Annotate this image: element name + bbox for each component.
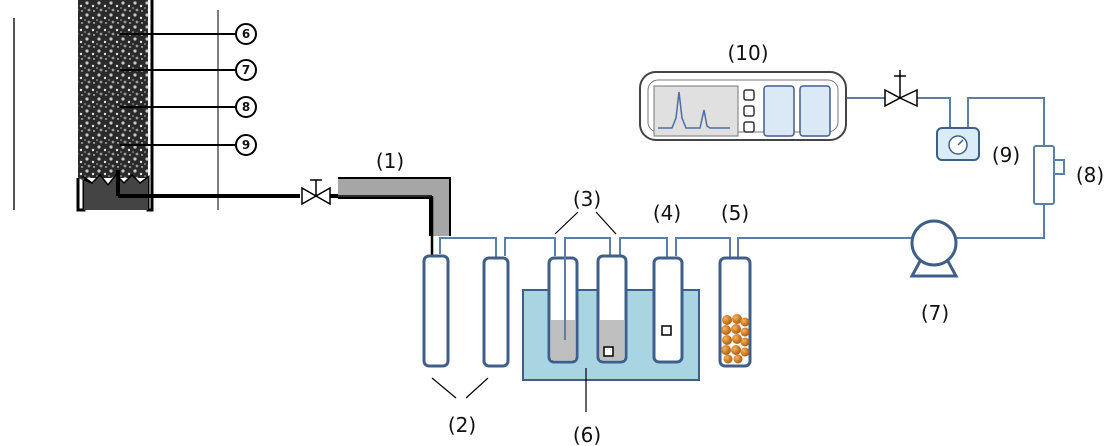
soil-column: 6 7 8 9 [13, 0, 300, 212]
diffuser-2 [661, 325, 672, 336]
solution-fill-1 [551, 320, 575, 360]
port-circle-8 [235, 96, 257, 118]
port-circle-6 [235, 23, 257, 45]
valve-icon[interactable] [301, 179, 331, 206]
port-label-9: 9 [242, 138, 250, 152]
trap-tube-2 [482, 256, 510, 368]
flowmeter-icon [936, 127, 980, 161]
label-2: (2) [448, 413, 476, 437]
port-circle-7 [235, 59, 257, 81]
label-1: (1) [376, 149, 404, 173]
port-label-6: 6 [242, 27, 250, 41]
label-8: (8) [1076, 163, 1104, 187]
port-label-7: 7 [242, 63, 250, 77]
leader-lines [431, 211, 617, 412]
label-10: (10) [727, 41, 768, 65]
analyser-button-2[interactable] [743, 105, 755, 117]
label-7: (7) [921, 301, 949, 325]
soil-packing [78, 0, 148, 178]
port-label-8: 8 [242, 100, 250, 114]
analyser-button-1[interactable] [743, 89, 755, 101]
analyser-panel-2 [799, 85, 831, 137]
port-circle-9 [235, 134, 257, 156]
analyser [639, 71, 847, 141]
analyser-panel-1 [763, 85, 795, 137]
sample-tube-4 [652, 256, 684, 364]
valve-icon[interactable] [884, 70, 918, 108]
label-6: (6) [573, 423, 601, 446]
diffuser-1 [603, 346, 614, 357]
label-5: (5) [721, 201, 749, 225]
label-3: (3) [573, 187, 601, 211]
trap-tube-1 [422, 254, 450, 368]
flow-sensor [1033, 145, 1065, 205]
pump-icon[interactable] [909, 219, 959, 278]
analyser-button-3[interactable] [743, 121, 755, 133]
packed-tube [718, 256, 752, 368]
label-4: (4) [653, 201, 681, 225]
label-9: (9) [992, 143, 1020, 167]
